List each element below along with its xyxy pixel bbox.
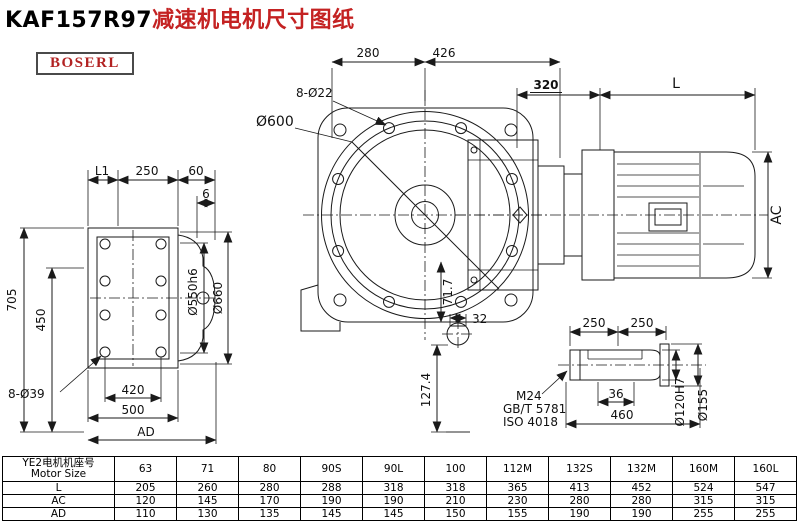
cell: 205 — [114, 481, 177, 495]
motor-size-header-cn: YE2电机机座号 — [22, 457, 95, 469]
row-label-AC: AC — [2, 494, 115, 508]
dim-460: 460 — [611, 408, 634, 422]
dim-36: 36 — [608, 387, 623, 401]
dim-L1: L1 — [95, 164, 109, 178]
motor-dimension-table: YE2电机机座号 Motor Size 63 71 80 90S 90L 100… — [2, 456, 797, 521]
col-header: 132S — [548, 456, 611, 482]
dim-8-holes-22: 8-Ø22 — [296, 86, 333, 100]
dim-155: Ø155 — [696, 389, 710, 421]
top-dimension-lines — [331, 57, 756, 158]
cell: 210 — [424, 494, 487, 508]
cell: 315 — [672, 494, 735, 508]
table-header-row: YE2电机机座号 Motor Size 63 71 80 90S 90L 100… — [2, 456, 797, 482]
cell: 547 — [734, 481, 797, 495]
col-header: 160L — [734, 456, 797, 482]
dim-420: 420 — [122, 383, 145, 397]
dim-L: L — [672, 76, 680, 92]
dim-320: 320 — [533, 78, 558, 92]
table-row-L: L 205 260 280 288 318 318 365 413 452 52… — [2, 481, 797, 495]
cell: 315 — [734, 494, 797, 508]
dim-60: 60 — [188, 164, 203, 178]
flange-front-view — [294, 90, 548, 340]
dim-500: 500 — [122, 403, 145, 417]
motor-size-header: YE2电机机座号 Motor Size — [2, 456, 115, 482]
dim-250-left: 250 — [136, 164, 159, 178]
dim-250-a: 250 — [583, 316, 606, 330]
dim-AC: AC — [769, 205, 785, 224]
col-header: 63 — [114, 456, 177, 482]
table-row-AD: AD 110 130 135 145 145 150 155 190 190 2… — [2, 507, 797, 521]
cell: 145 — [176, 494, 239, 508]
dim-AD: AD — [137, 425, 154, 439]
motor-size-header-en: Motor Size — [30, 468, 87, 480]
dim-550h6: Ø550h6 — [186, 268, 200, 316]
dim-660: Ø660 — [211, 282, 225, 314]
left-dimension-lines — [19, 170, 233, 445]
note-m24: M24 — [516, 389, 542, 403]
cell: 190 — [362, 494, 425, 508]
cell: 365 — [486, 481, 549, 495]
col-header: 100 — [424, 456, 487, 482]
shaft-section-view — [431, 313, 474, 433]
col-header: 112M — [486, 456, 549, 482]
dim-32: 32 — [472, 312, 487, 326]
cell: 280 — [238, 481, 301, 495]
note-iso-4018: ISO 4018 — [503, 415, 558, 429]
cell: 190 — [300, 494, 363, 508]
col-header: 132M — [610, 456, 673, 482]
col-header: 160M — [672, 456, 735, 482]
title-suffix: 减速机电机尺寸图纸 — [152, 8, 355, 33]
cell: 280 — [610, 494, 673, 508]
dim-600: Ø600 — [256, 114, 294, 130]
cell: 120 — [114, 494, 177, 508]
cell: 413 — [548, 481, 611, 495]
dim-120H7: Ø120H7 — [673, 377, 687, 426]
ac-dimension-line — [752, 151, 773, 279]
cell: 230 — [486, 494, 549, 508]
row-label-L: L — [2, 481, 115, 495]
cell: 170 — [238, 494, 301, 508]
col-header: 90S — [300, 456, 363, 482]
col-header: 71 — [176, 456, 239, 482]
technical-drawing: 280 426 8-Ø22 Ø600 320 L — [5, 46, 785, 445]
dim-450: 450 — [34, 309, 48, 332]
page-title: KAF157R97减速机电机尺寸图纸 — [5, 2, 355, 34]
gearbox-left-view — [87, 227, 220, 369]
dim-127-4: 127.4 — [419, 373, 433, 407]
cell: 288 — [300, 481, 363, 495]
dim-426: 426 — [433, 46, 456, 60]
dim-6: 6 — [202, 187, 210, 201]
model-number: KAF157R97 — [5, 8, 153, 33]
cell: 318 — [362, 481, 425, 495]
output-shaft-detail — [541, 326, 706, 429]
note-gbt-5781: GB/T 5781 — [503, 402, 566, 416]
cell: 452 — [610, 481, 673, 495]
dim-250-b: 250 — [631, 316, 654, 330]
cell: 280 — [548, 494, 611, 508]
cell: 318 — [424, 481, 487, 495]
dim-280: 280 — [357, 46, 380, 60]
cell: 260 — [176, 481, 239, 495]
col-header: 90L — [362, 456, 425, 482]
table-row-AC: AC 120 145 170 190 190 210 230 280 280 3… — [2, 494, 797, 508]
dim-71-7: 71.7 — [441, 279, 455, 306]
reducer-motor-side-view — [455, 139, 768, 291]
cell: 524 — [672, 481, 735, 495]
dim-705: 705 — [5, 289, 19, 312]
dim-8-holes-39: 8-Ø39 — [8, 387, 45, 401]
col-header: 80 — [238, 456, 301, 482]
boserl-logo: BOSERL — [36, 52, 134, 75]
